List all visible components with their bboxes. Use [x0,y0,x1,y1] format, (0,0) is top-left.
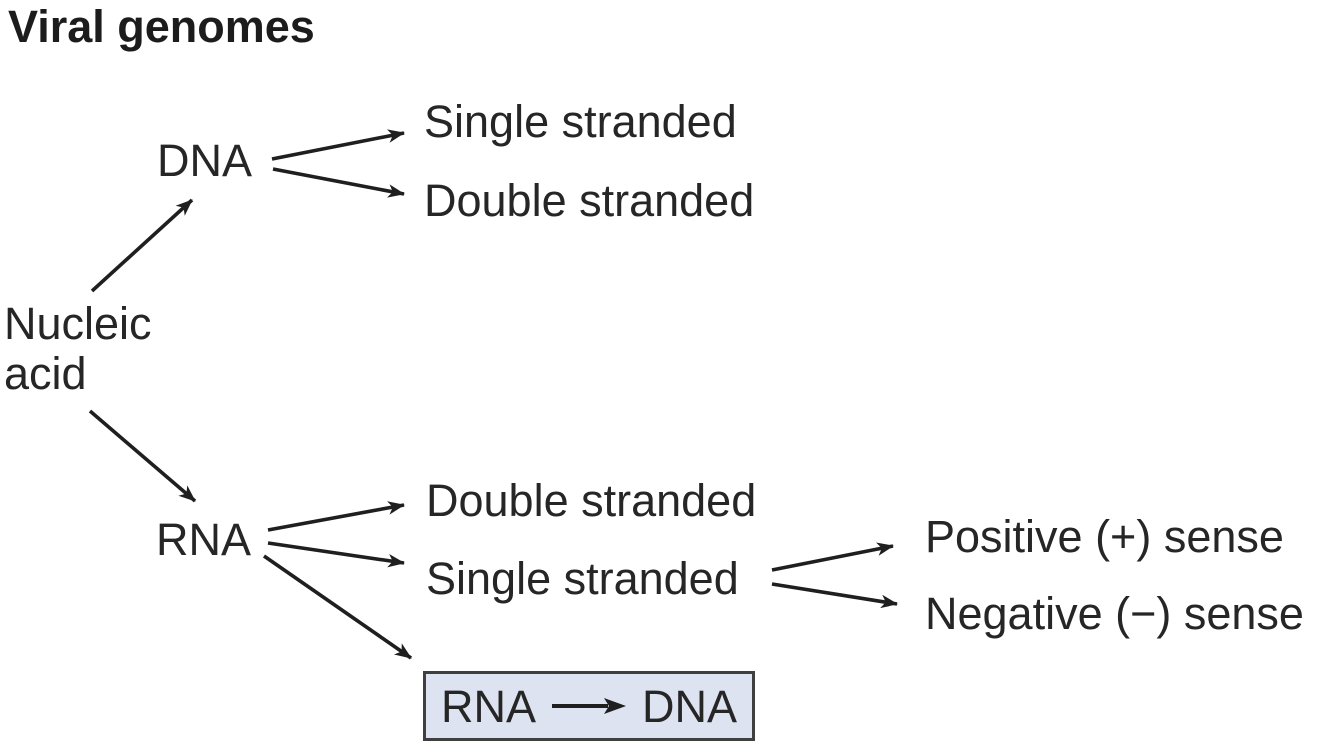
arrow-dna-to-double-stranded [272,167,405,198]
rna-to-dna-box: RNA DNA [423,671,755,741]
node-rna-single-stranded: Single stranded [426,553,739,604]
node-negative-sense: Negative (−) sense [925,588,1304,639]
node-dna-double-stranded: Double stranded [424,175,755,226]
arrow-rna-to-double-stranded [267,501,405,532]
arrow-dna-to-single-stranded [271,129,405,161]
node-dna-single-stranded: Single stranded [424,96,737,147]
diagram-title: Viral genomes [8,1,315,52]
arrow-nucleic-acid-to-dna [90,198,194,293]
box-rna-label: RNA [440,680,536,732]
node-positive-sense: Positive (+) sense [925,511,1284,562]
arrow-rna-to-single-stranded [267,541,405,568]
arrow-single-stranded-to-positive-sense [771,542,894,572]
arrow-nucleic-acid-to-rna [88,409,197,503]
box-dna-label: DNA [642,680,738,732]
node-rna-double-stranded: Double stranded [426,475,757,526]
arrow-rna-to-rna-dna-box [262,554,413,660]
arrow-single-stranded-to-negative-sense [771,582,898,609]
node-nucleic-acid: Nucleic acid [4,298,152,399]
node-dna: DNA [157,135,253,186]
node-rna: RNA [156,514,252,565]
rna-to-dna-arrow-icon [552,698,626,714]
